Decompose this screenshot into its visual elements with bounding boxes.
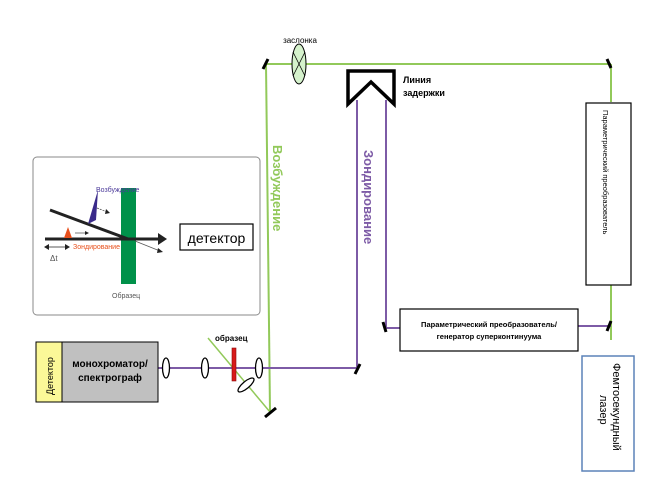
femtosecond-laser-label-1: Фемтосекундный [610, 363, 622, 451]
inset-detector-box [179, 223, 254, 251]
inset-excitation-motion-arrowhead [105, 209, 110, 214]
femtosecond-laser-label-2: лазер [597, 395, 609, 425]
inset-excitation-beam [49, 208, 129, 241]
inset-probe-label: Зондирование [73, 244, 120, 251]
mirror-icon [264, 406, 277, 419]
converter-generator-box[interactable] [399, 308, 579, 352]
converter-generator-label-2: генератор суперконтинуума [437, 332, 542, 341]
delay-line-label-2: задержки [403, 88, 445, 98]
inset-detector-label: детектор [188, 230, 246, 246]
retroreflector-icon[interactable] [346, 69, 396, 109]
sample-plate[interactable] [231, 347, 237, 382]
inset-sample-label: Образец [112, 292, 140, 300]
parametric-converter-vertical[interactable]: Параметрический преобразователь [585, 102, 632, 286]
lens-icon [254, 357, 264, 379]
shutter-label: заслонка [283, 36, 317, 45]
inset-delay-arrowhead-right [65, 244, 70, 250]
lenses [161, 357, 264, 393]
detection-system[interactable]: Детектор монохроматор/ спектрограф [35, 341, 159, 403]
excitation-segment-to-sample [207, 337, 271, 413]
detector-label: Детектор [45, 357, 55, 395]
lens-icon [161, 357, 171, 379]
femtosecond-laser[interactable]: Фемтосекундный лазер [581, 355, 635, 472]
inset-excitation-label: Возбуждение [96, 186, 139, 194]
mirror-icon [353, 363, 362, 375]
probe-beam-label: Зондирование [361, 150, 376, 244]
monochromator-box[interactable] [61, 341, 159, 403]
inset-probe-pulse [64, 227, 72, 238]
delay-line-label-1: Линия [403, 75, 431, 85]
mirror-icon [605, 58, 613, 69]
sample[interactable]: образец [215, 334, 248, 382]
inset-probe-motion-arrowhead [85, 231, 89, 235]
excitation-segment-vertical [265, 63, 271, 413]
inset-transmitted-arrowhead [157, 248, 163, 253]
inset-sample-slab [121, 188, 136, 284]
converter-generator-label-1: Параметрический преобразователь/ [421, 320, 558, 329]
parametric-converter-label: Параметрический преобразователь [601, 110, 610, 235]
shutter-cross [292, 51, 306, 77]
inset-principle-box: Δt Возбуждение Зондирование Образец дете… [32, 156, 261, 316]
monochromator-label-2: спектрограф [78, 372, 142, 384]
excitation-beam-path [207, 63, 612, 413]
mirror-icon [605, 320, 613, 332]
sample-label: образец [215, 334, 248, 343]
focusing-lens-icon [237, 377, 255, 393]
inset-excitation-pulse [88, 190, 98, 224]
excitation-beam-label: Возбуждение [270, 145, 285, 231]
parametric-converter-box[interactable] [585, 102, 632, 286]
mirrors [261, 58, 613, 419]
monochromator-label-1: монохроматор/ [72, 359, 148, 370]
inset-delay-arrowhead-left [44, 244, 49, 250]
inset-frame [32, 156, 261, 316]
inset-excitation-motion-arrow [96, 207, 108, 213]
inset-transmitted-ray [134, 240, 161, 252]
mirror-icon [261, 58, 270, 70]
mirror-icon [381, 321, 388, 333]
parametric-converter-generator[interactable]: Параметрический преобразователь/ генерат… [399, 308, 579, 352]
detector-box[interactable] [35, 341, 63, 403]
shutter[interactable]: заслонка [283, 36, 317, 85]
inset-beam-arrowhead [158, 233, 167, 245]
delay-line[interactable]: Линия задержки [346, 69, 445, 109]
femtosecond-laser-box[interactable] [581, 355, 635, 472]
lens-icon [200, 357, 210, 379]
probe-beam-path [157, 100, 611, 369]
inset-delay-label: Δt [50, 254, 58, 263]
